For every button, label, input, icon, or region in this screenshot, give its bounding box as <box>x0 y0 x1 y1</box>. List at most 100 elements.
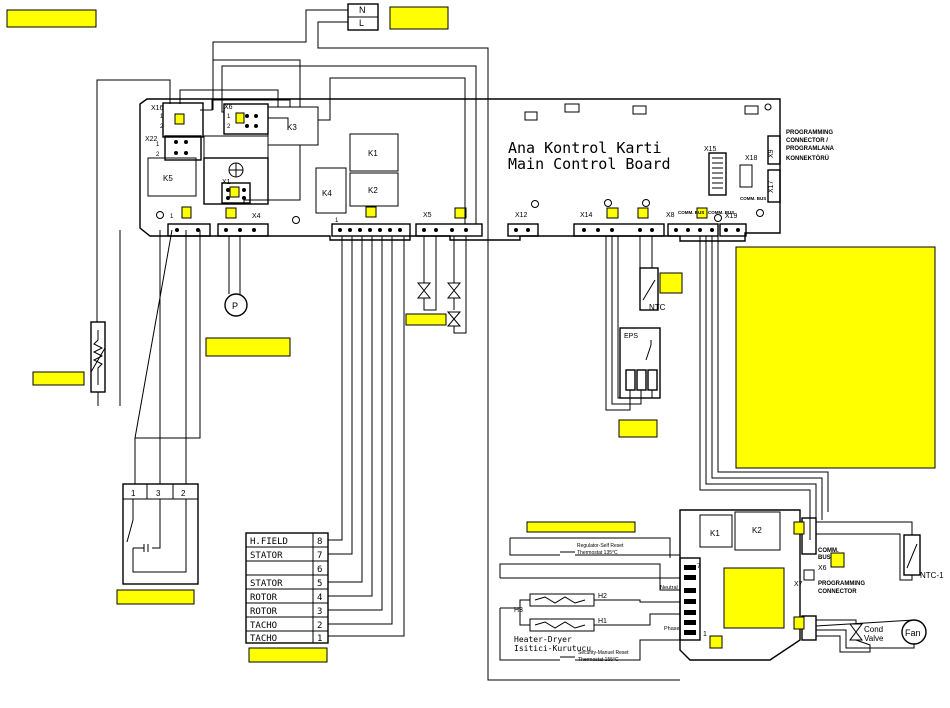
connector-x18 <box>739 164 753 188</box>
svg-text:X16: X16 <box>151 105 164 112</box>
label-box-comm-bus <box>830 552 845 568</box>
svg-text:Isitici-Kurutucu: Isitici-Kurutucu <box>514 644 591 653</box>
svg-text:H2: H2 <box>598 593 607 600</box>
svg-text:1: 1 <box>335 218 339 224</box>
svg-text:CONNECTOR /: CONNECTOR / <box>786 138 828 144</box>
svg-text:Thermostat 155°C: Thermostat 155°C <box>578 657 619 663</box>
svg-text:PROGRAMLANA: PROGRAMLANA <box>786 146 835 152</box>
svg-text:K1: K1 <box>710 529 720 538</box>
svg-text:8: 8 <box>317 537 322 547</box>
connector-x17 <box>767 169 781 203</box>
label-box-mains <box>389 6 449 30</box>
svg-text:X8: X8 <box>666 212 675 219</box>
svg-text:X19: X19 <box>725 213 738 220</box>
svg-text:X7: X7 <box>794 581 803 588</box>
svg-text:ROTOR: ROTOR <box>250 593 278 603</box>
strip-markers <box>181 206 708 219</box>
block-center <box>203 135 269 159</box>
inlet-valve-2 <box>446 236 467 334</box>
svg-text:1: 1 <box>317 634 322 644</box>
board-title-en: Main Control Board <box>508 155 671 173</box>
relay-k5-label: K5 <box>163 174 173 183</box>
strip-pins <box>175 228 740 232</box>
svg-text:TACHO: TACHO <box>250 621 277 631</box>
dryer-labels: Regulator-Self Reset Thermostat 135°C Se… <box>514 526 865 663</box>
dryer-chip <box>723 567 785 629</box>
x6-marker <box>235 112 245 124</box>
svg-text:KONNEKTÖRÜ: KONNEKTÖRÜ <box>786 155 829 162</box>
relay-k2 <box>349 172 399 207</box>
svg-text:X6: X6 <box>818 565 827 572</box>
svg-text:6: 6 <box>317 565 322 575</box>
svg-text:X18: X18 <box>745 155 758 162</box>
relay-k4-label: K4 <box>322 189 332 198</box>
connector-x1-area <box>203 157 269 205</box>
relay-k5 <box>147 157 197 197</box>
label-box-top-left <box>6 9 97 28</box>
dryer-relay-k2 <box>734 511 781 551</box>
mounting-holes <box>156 103 772 224</box>
svg-text:2: 2 <box>160 124 164 130</box>
svg-text:Phase: Phase <box>664 626 680 632</box>
svg-text:PROGRAMMING: PROGRAMMING <box>786 130 833 136</box>
svg-text:Valve: Valve <box>864 634 884 643</box>
svg-text:2: 2 <box>181 489 186 498</box>
svg-text:7: 7 <box>317 551 322 561</box>
cond-valve <box>849 623 863 641</box>
svg-text:Thermostat 135°C: Thermostat 135°C <box>577 550 618 556</box>
svg-text:BUS: BUS <box>818 555 831 561</box>
svg-text:2: 2 <box>227 124 231 130</box>
svg-text:2: 2 <box>317 621 322 631</box>
svg-text:3: 3 <box>156 489 161 498</box>
connector-x6 <box>223 103 269 135</box>
mains-l: L <box>359 18 364 28</box>
svg-text:1: 1 <box>160 114 164 120</box>
board-title-tr: Ana Kontrol Karti <box>508 139 662 157</box>
pump-label: P <box>232 301 238 311</box>
svg-text:STATOR: STATOR <box>250 579 283 589</box>
svg-text:TACHO: TACHO <box>250 634 277 644</box>
dryer-marker <box>709 635 723 649</box>
label-box-heater <box>32 371 85 386</box>
svg-text:3: 3 <box>317 607 322 617</box>
svg-text:PROGRAMMING: PROGRAMMING <box>818 581 865 587</box>
svg-text:CONNECTOR: CONNECTOR <box>818 589 857 595</box>
svg-text:1: 1 <box>156 142 160 148</box>
mains-n: N <box>359 5 366 15</box>
svg-text:X5: X5 <box>423 212 432 219</box>
board-connector-strip <box>167 223 747 237</box>
svg-text:Regulator-Self Reset: Regulator-Self Reset <box>577 543 624 549</box>
svg-text:Cond: Cond <box>864 625 883 634</box>
svg-text:ROTOR: ROTOR <box>250 607 278 617</box>
relay-k2-label: K2 <box>368 186 378 195</box>
pump-motor <box>224 293 248 317</box>
dryer-connector-left <box>679 557 701 641</box>
svg-text:K2: K2 <box>752 526 762 535</box>
dryer-board <box>679 509 801 661</box>
svg-text:X12: X12 <box>515 212 528 219</box>
connector-x1 <box>221 182 251 204</box>
eps-label: EPS <box>624 333 638 340</box>
svg-text:Security-Manuel Reset: Security-Manuel Reset <box>578 650 629 656</box>
board-slots <box>524 103 759 121</box>
svg-text:X6: X6 <box>224 104 233 111</box>
ntc1-label: NTC-1 <box>920 571 944 580</box>
relay-k1 <box>349 133 399 172</box>
connector-x9 <box>767 135 781 165</box>
svg-text:1: 1 <box>170 214 174 220</box>
svg-text:COMM. BUS: COMM. BUS <box>708 210 734 215</box>
svg-text:X17: X17 <box>768 180 775 193</box>
svg-text:COMM.: COMM. <box>818 548 839 554</box>
svg-text:2: 2 <box>156 152 160 158</box>
svg-text:Neutral: Neutral <box>660 585 678 591</box>
connector-x22 <box>164 135 202 161</box>
svg-text:H1: H1 <box>598 618 607 625</box>
svg-text:STATOR: STATOR <box>250 551 283 561</box>
connector-x16 <box>162 102 204 138</box>
svg-text:H3: H3 <box>514 607 523 614</box>
svg-text:X15: X15 <box>704 146 717 153</box>
svg-text:1: 1 <box>131 489 136 498</box>
svg-text:H.FIELD: H.FIELD <box>250 537 288 547</box>
label-box-ntc <box>659 272 683 294</box>
